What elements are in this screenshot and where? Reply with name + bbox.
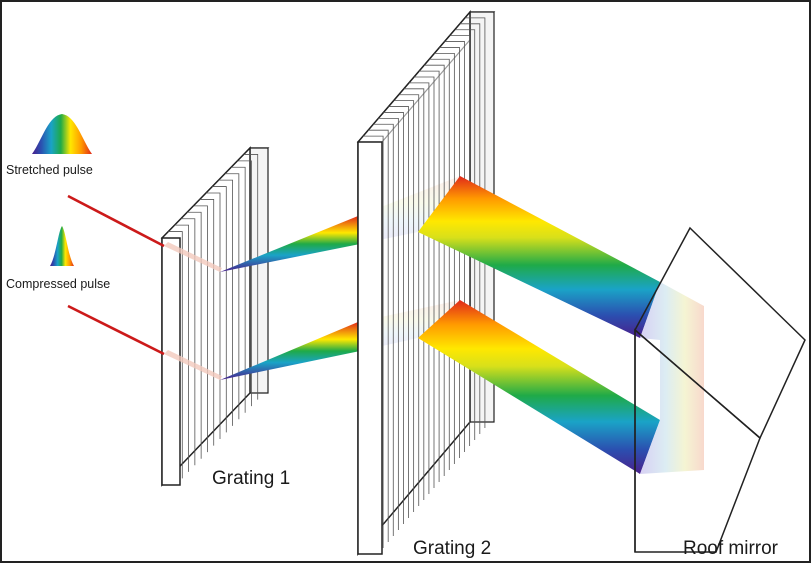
stretched-pulse-label: Stretched pulse	[6, 163, 93, 177]
grating-groove	[459, 23, 481, 434]
grating-groove	[398, 94, 420, 506]
input-beam-lower	[67, 304, 165, 356]
collimated-band-lower	[418, 300, 660, 474]
compressed-pulse-icon	[50, 226, 74, 266]
grating-groove	[368, 129, 389, 542]
grating-groove	[168, 231, 183, 479]
grating-groove	[231, 166, 246, 413]
grating-groove	[388, 106, 409, 518]
grating-groove	[393, 100, 415, 512]
grating-groove	[454, 29, 476, 440]
grating-groove	[237, 160, 252, 407]
roof-mirror	[634, 226, 806, 553]
grating-groove	[224, 173, 240, 420]
grating-2-label: Grating 2	[413, 538, 491, 559]
compressed-pulse-label: Compressed pulse	[6, 277, 110, 291]
grating-groove	[180, 218, 196, 466]
dispersed-fan-lower	[220, 322, 360, 380]
grating-groove	[212, 186, 227, 433]
input-beam-upper	[67, 194, 165, 248]
beam-through-grating-1-lower	[164, 350, 222, 380]
grating-groove	[199, 199, 215, 446]
grating-groove	[206, 192, 221, 439]
grating-groove	[373, 123, 394, 536]
grating-groove	[408, 82, 430, 494]
grating-groove	[378, 117, 399, 530]
roof-mirror-label: Roof mirror	[683, 538, 779, 559]
grating-1	[160, 146, 270, 487]
grating-1-label: Grating 1	[212, 468, 290, 489]
grating-groove	[383, 112, 404, 524]
grating-groove	[403, 88, 425, 500]
grating-groove	[243, 154, 259, 400]
stretched-pulse-icon	[32, 114, 92, 154]
grating-groove	[464, 17, 486, 428]
collimated-band-upper	[418, 176, 660, 338]
roof-mirror-reflection	[640, 282, 704, 474]
grating-groove	[187, 211, 202, 459]
grating-groove	[363, 135, 384, 548]
grating-groove	[414, 76, 435, 488]
dispersed-fan-upper	[220, 216, 360, 272]
grating-groove	[174, 224, 189, 472]
grating-groove	[218, 179, 233, 426]
beam-through-grating-1-upper	[164, 242, 222, 272]
